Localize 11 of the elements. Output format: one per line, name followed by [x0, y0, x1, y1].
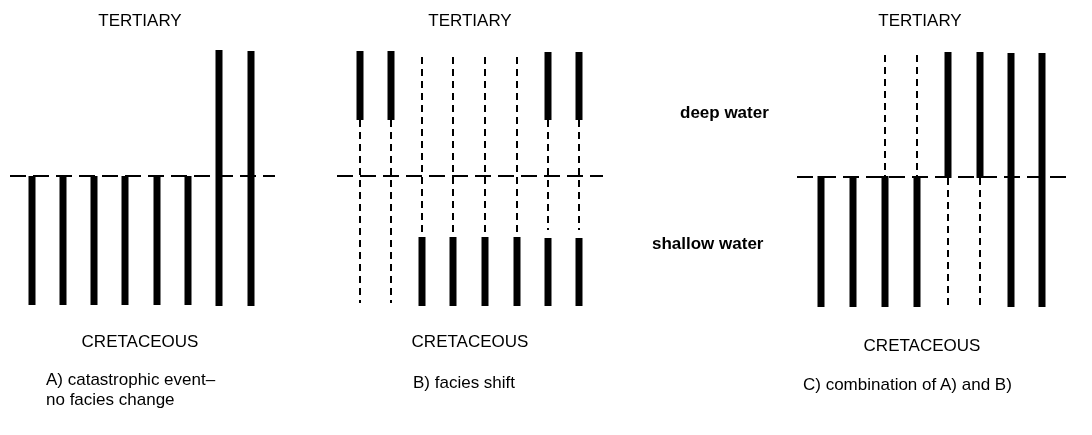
period-label: TERTIARY: [427, 10, 513, 32]
panel-caption: B) facies shift: [413, 372, 517, 394]
period-label: TERTIARY: [877, 10, 963, 32]
facies-label: shallow water: [652, 233, 765, 255]
period-label: CRETACEOUS: [410, 331, 530, 353]
period-label: TERTIARY: [97, 10, 183, 32]
period-label: CRETACEOUS: [862, 335, 982, 357]
panel-caption: A) catastrophic event– no facies change: [46, 370, 217, 410]
period-label: CRETACEOUS: [80, 331, 200, 353]
panel-caption: C) combination of A) and B): [803, 374, 1013, 396]
facies-label: deep water: [680, 102, 770, 124]
